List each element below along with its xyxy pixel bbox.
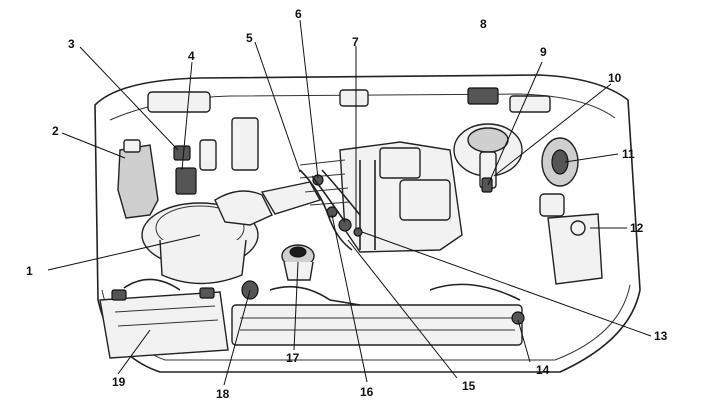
relay-3-4 bbox=[173, 139, 217, 195]
callout-9: 9 bbox=[540, 45, 547, 59]
callout-17: 17 bbox=[286, 351, 300, 365]
callout-16: 16 bbox=[360, 385, 374, 399]
callout-3: 3 bbox=[68, 37, 75, 51]
callout-8: 8 bbox=[480, 17, 487, 31]
callout-6: 6 bbox=[295, 7, 302, 21]
leader-lines bbox=[47, 19, 652, 386]
sensor-14 bbox=[511, 311, 525, 325]
callout-7: 7 bbox=[352, 35, 359, 49]
callout-1: 1 bbox=[26, 264, 33, 278]
relay-block-8 bbox=[467, 87, 499, 105]
callout-4: 4 bbox=[188, 49, 195, 63]
callout-10: 10 bbox=[608, 71, 622, 85]
callout-2: 2 bbox=[52, 124, 59, 138]
callout-5: 5 bbox=[246, 31, 253, 45]
cowl-vents bbox=[147, 87, 551, 171]
callout-12: 12 bbox=[630, 221, 644, 235]
callout-15: 15 bbox=[462, 379, 476, 393]
brake-booster bbox=[453, 123, 523, 193]
battery bbox=[99, 278, 229, 359]
callout-19: 19 bbox=[112, 375, 126, 389]
canister-11 bbox=[539, 137, 579, 217]
oil-filler-cap bbox=[281, 244, 315, 281]
callout-labels: 1 2 3 4 5 6 7 8 9 10 11 12 13 14 15 16 1… bbox=[26, 7, 668, 401]
callout-11: 11 bbox=[622, 147, 635, 161]
callout-13: 13 bbox=[654, 329, 668, 343]
radiator-area bbox=[231, 283, 525, 346]
washer-reservoir bbox=[117, 139, 159, 219]
wiring-cluster bbox=[299, 169, 363, 251]
expansion-tank bbox=[547, 213, 603, 285]
engine-block bbox=[299, 141, 463, 253]
callout-14: 14 bbox=[536, 363, 550, 377]
callout-18: 18 bbox=[216, 387, 230, 401]
